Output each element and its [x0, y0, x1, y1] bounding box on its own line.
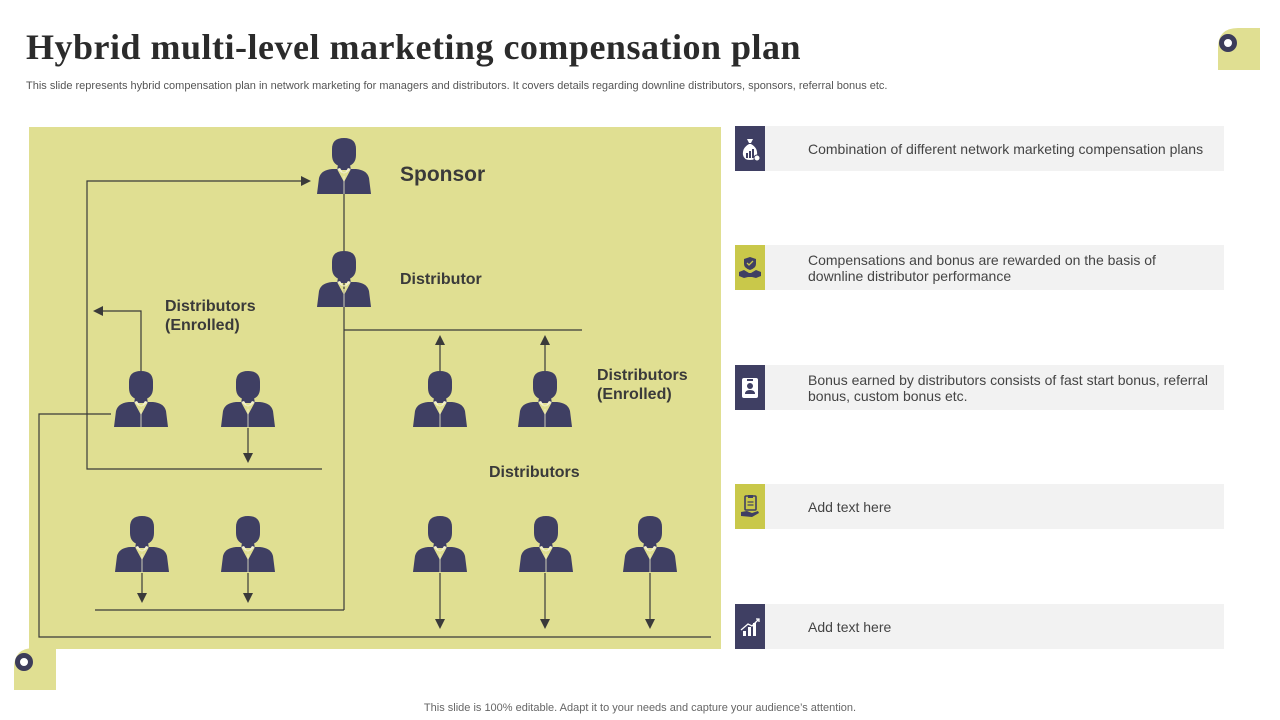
enrolled-left-label: Distributors (Enrolled): [165, 297, 256, 335]
enrolled-left-person-icon-2: [218, 369, 278, 427]
downline-person-icon-4: [516, 514, 576, 572]
distributor-label: Distributor: [400, 271, 482, 288]
id-badge-icon: [742, 377, 758, 398]
point-row-4: Add text here: [735, 484, 1224, 529]
sponsor-person-icon: [314, 136, 374, 194]
downline-person-icon-2: [218, 514, 278, 572]
point-icon-box-4: [735, 484, 765, 529]
hierarchy-diagram-panel: Sponsor Distributor Distributors (Enroll…: [29, 127, 721, 649]
enrolled-right-label: Distributors (Enrolled): [597, 366, 688, 404]
arrow-left-enrolled: [93, 306, 142, 373]
point-icon-box-1: [735, 126, 765, 171]
point-text-4: Add text here: [808, 498, 892, 515]
outer-bottom-line: [38, 413, 711, 638]
point-row-5: Add text here: [735, 604, 1224, 649]
enrolled-left-label-line1: Distributors: [165, 298, 256, 315]
enrolled-right-label-line2: (Enrolled): [597, 386, 672, 403]
point-text-3: Bonus earned by distributors consists of…: [808, 371, 1208, 404]
enrolled-right-person-icon-2: [515, 369, 575, 427]
enrolled-right-label-line1: Distributors: [597, 367, 688, 384]
sponsor-return-arrow: [86, 176, 322, 470]
point-text-1: Combination of different network marketi…: [808, 140, 1204, 157]
slide-footer: This slide is 100% editable. Adapt it to…: [423, 702, 857, 714]
slide-subtitle: This slide represents hybrid compensatio…: [26, 80, 888, 92]
enrolled-left-label-line2: (Enrolled): [165, 317, 240, 334]
downline-person-icon-3: [410, 514, 470, 572]
growth-chart-icon: [740, 617, 760, 636]
enrolled-left-person-icon-1: [111, 369, 171, 427]
ring-decoration-top-right: [1219, 34, 1237, 52]
money-bag-icon: [742, 138, 761, 161]
handshake-shield-icon: [739, 256, 761, 278]
point-icon-box-3: [735, 365, 765, 410]
distributor-person-icon: [314, 249, 374, 307]
sponsor-label: Sponsor: [400, 163, 486, 186]
point-row-3: Bonus earned by distributors consists of…: [735, 365, 1224, 410]
point-icon-box-2: [735, 245, 765, 290]
enrolled-right-person-icon-1: [410, 369, 470, 427]
point-text-5: Add text here: [808, 618, 892, 635]
downline-person-icon-5: [620, 514, 680, 572]
distributors-label: Distributors: [489, 464, 580, 481]
point-icon-box-5: [735, 604, 765, 649]
point-text-2: Compensations and bonus are rewarded on …: [808, 251, 1156, 284]
point-row-2: Compensations and bonus are rewarded on …: [735, 245, 1224, 290]
slide-title: Hybrid multi-level marketing compensatio…: [26, 27, 802, 67]
connector-lines: [38, 176, 711, 638]
clipboard-hand-icon: [741, 494, 759, 517]
ring-decoration-bottom-left: [15, 653, 33, 671]
point-row-1: Combination of different network marketi…: [735, 126, 1224, 171]
downline-person-icon-1: [112, 514, 172, 572]
